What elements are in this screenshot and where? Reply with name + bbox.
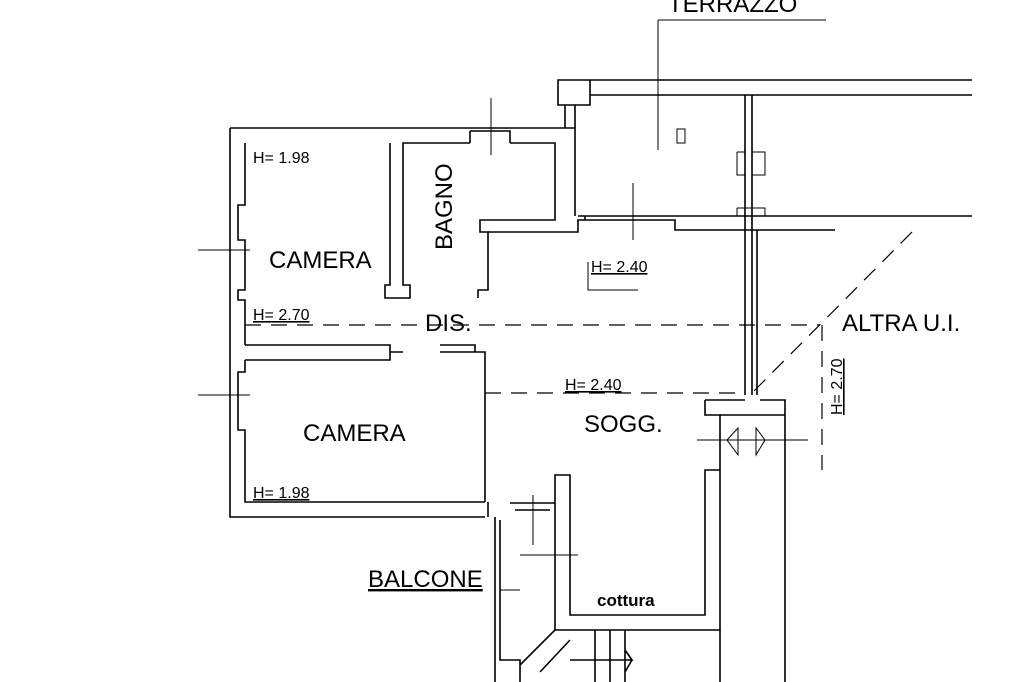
- height-altra-ui: H= 2.70: [829, 358, 846, 415]
- label-dis: DIS.: [425, 310, 472, 337]
- height-dis: H= 2.70: [253, 307, 310, 324]
- height-sogg: H= 2.40: [565, 377, 622, 394]
- label-balcone: BALCONE: [368, 566, 483, 593]
- label-terrazzo: TERRAZZO: [668, 0, 797, 18]
- height-labels: H= 1.98 H= 2.70 H= 2.40 H= 2.40 H= 2.70 …: [253, 150, 846, 502]
- label-altra-ui: ALTRA U.I.: [842, 310, 960, 337]
- label-sogg: SOGG.: [584, 411, 663, 438]
- label-camera-bottom: CAMERA: [303, 420, 406, 447]
- label-camera-top: CAMERA: [269, 247, 372, 274]
- height-terrazzo-side: H= 2.40: [591, 259, 648, 276]
- height-camera-bottom: H= 1.98: [253, 485, 310, 502]
- label-cottura: cottura: [597, 591, 655, 610]
- dimension-lines: [198, 19, 913, 591]
- height-camera-top: H= 1.98: [253, 150, 310, 167]
- label-bagno: BAGNO: [431, 163, 458, 250]
- room-labels: TERRAZZO CAMERA BAGNO DIS. ALTRA U.I. CA…: [269, 0, 960, 610]
